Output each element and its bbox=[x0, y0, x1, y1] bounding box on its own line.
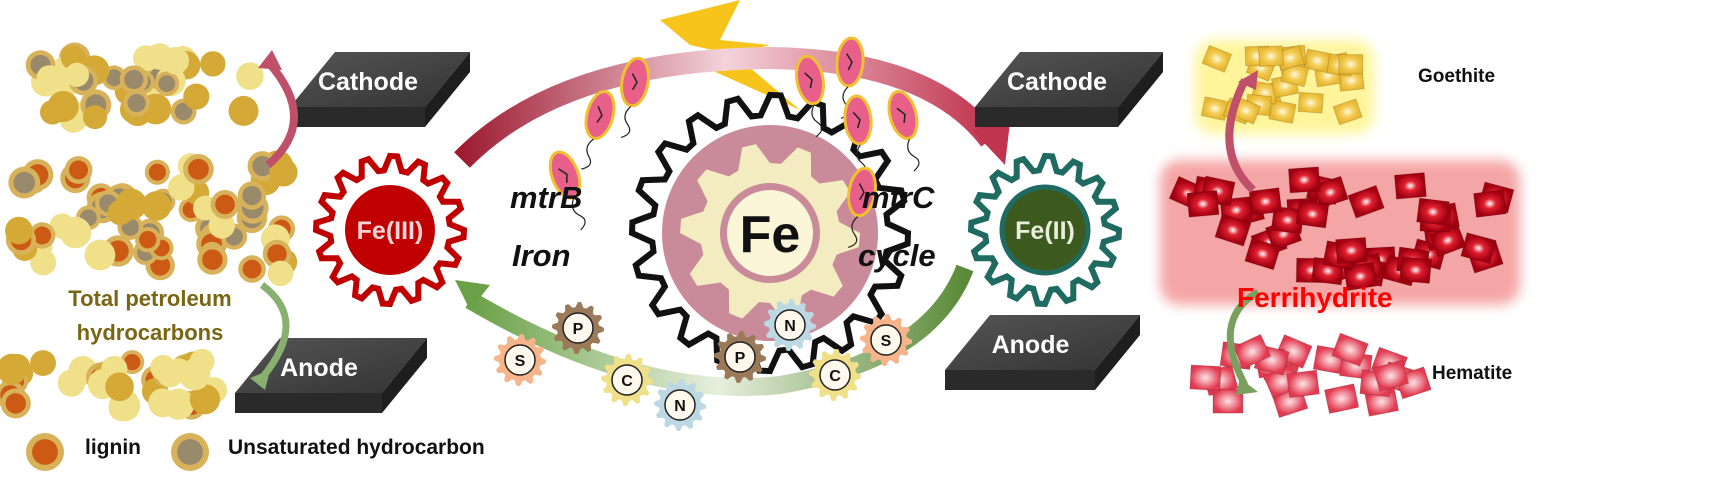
fe2-label: Fe(II) bbox=[1015, 217, 1075, 245]
hydrocarbon-particle bbox=[83, 105, 107, 129]
goethite-crystal bbox=[1298, 92, 1323, 113]
tph-label: Total petroleum hydrocarbons bbox=[55, 282, 245, 350]
hydrocarbon-particle bbox=[5, 217, 33, 245]
hydrocarbon-particle bbox=[148, 388, 177, 417]
unsat-particle-core bbox=[13, 172, 35, 194]
unsat-particle-core bbox=[177, 439, 203, 465]
nutrient-label: N bbox=[674, 398, 686, 415]
legend-lignin-label: lignin bbox=[85, 436, 141, 460]
nutrient-label: N bbox=[784, 318, 796, 335]
cathode-plate-right: Cathode bbox=[975, 52, 1163, 127]
hematite-crystal bbox=[1287, 370, 1320, 397]
nutrient-label: P bbox=[735, 350, 746, 367]
hydrocarbon-particle bbox=[40, 100, 65, 125]
plate-front bbox=[945, 370, 1095, 390]
plate-front bbox=[975, 107, 1118, 127]
ferrihydrite-crystal bbox=[1394, 173, 1426, 200]
legend-unsaturated-label: Unsaturated hydrocarbon bbox=[228, 436, 485, 460]
lignin-particle-core bbox=[5, 393, 25, 413]
fe3-label: Fe(III) bbox=[357, 217, 424, 245]
goethite-crystal bbox=[1339, 55, 1363, 74]
hydrocarbon-particle bbox=[162, 47, 189, 74]
plate-front bbox=[235, 393, 382, 413]
unsat-particle-core bbox=[127, 94, 145, 112]
lignin-particle-core bbox=[267, 244, 286, 263]
bacterium-flagellum bbox=[621, 106, 634, 139]
hydrocarbon-particle bbox=[37, 65, 63, 91]
ferrihydrite-crystal bbox=[1187, 191, 1219, 218]
hydrocarbon-particle bbox=[65, 63, 89, 87]
hydrocarbon-particle bbox=[30, 350, 56, 376]
bacterium-body bbox=[835, 37, 865, 87]
hematite-crystal bbox=[1324, 384, 1358, 414]
hydrocarbon-particle bbox=[115, 189, 146, 220]
bacterium-body bbox=[884, 88, 922, 141]
ferrihydrite-crystal bbox=[1296, 200, 1329, 228]
word-iron: Iron bbox=[512, 238, 571, 274]
cathode-plate-left: Cathode bbox=[290, 52, 470, 127]
hydrocarbon-particle bbox=[105, 372, 134, 401]
plate-front bbox=[290, 107, 425, 127]
lignin-particle-core bbox=[69, 161, 88, 180]
nutrient-label: S bbox=[881, 333, 892, 350]
lignin-particle-core bbox=[202, 249, 223, 270]
hydrocarbon-particle bbox=[183, 83, 209, 109]
tph-label-line1: Total petroleum bbox=[55, 282, 245, 316]
goethite-crystal bbox=[1258, 46, 1283, 67]
gene-mtrB: mtrB bbox=[510, 180, 582, 216]
hydrocarbon-particle bbox=[179, 359, 211, 391]
arrowhead-icon bbox=[258, 50, 282, 70]
tph-label-line2: hydrocarbons bbox=[55, 316, 245, 350]
ferrihydrite-crystal bbox=[1288, 167, 1320, 193]
cathode-arrow-left bbox=[268, 62, 294, 165]
ferrihydrite-crystal bbox=[1336, 238, 1368, 264]
bacterium-flagellum bbox=[906, 138, 921, 171]
bacterium-flagellum bbox=[581, 138, 596, 171]
lignin-particle-core bbox=[139, 231, 156, 248]
lignin-particle-core bbox=[149, 164, 166, 181]
hematite-crystal bbox=[1190, 365, 1221, 391]
lignin-particle-core bbox=[188, 159, 209, 180]
gene-mtrC: mtrC bbox=[862, 180, 934, 216]
hematite-label: Hematite bbox=[1432, 363, 1512, 385]
bacterium-icon bbox=[573, 88, 619, 173]
lignin-particle-core bbox=[32, 439, 58, 465]
goethite-label: Goethite bbox=[1418, 66, 1495, 88]
anode-plate-left-label: Anode bbox=[280, 354, 358, 382]
lignin-particle-core bbox=[215, 195, 235, 215]
unsat-particle-core bbox=[158, 75, 175, 92]
hydrocarbon-particle bbox=[229, 96, 259, 126]
nutrient-label: C bbox=[621, 373, 633, 390]
fe-label: Fe bbox=[740, 206, 801, 264]
word-cycle: cycle bbox=[858, 238, 936, 274]
unsat-particle-core bbox=[242, 186, 261, 205]
lignin-particle-core bbox=[243, 260, 262, 279]
ferrihydrite-crystal bbox=[1400, 257, 1432, 284]
hydrocarbon-particle bbox=[268, 261, 294, 287]
cathode-plate-right-label: Cathode bbox=[1007, 68, 1107, 96]
hydrocarbon-particle bbox=[85, 240, 116, 271]
nutrient-label: P bbox=[573, 321, 584, 338]
ferrihydrite-crystal bbox=[1249, 188, 1282, 215]
nutrient-gear-c: C bbox=[809, 349, 861, 401]
ferrihydrite-label: Ferrihydrite bbox=[1237, 282, 1393, 314]
cathode-plate-left-label: Cathode bbox=[318, 68, 418, 96]
unsat-particle-core bbox=[124, 70, 143, 89]
ferrihydrite-crystal bbox=[1474, 190, 1507, 217]
nutrient-label: S bbox=[515, 353, 526, 370]
hydrocarbon-particle bbox=[200, 51, 225, 76]
anode-plate-right: Anode bbox=[945, 315, 1140, 390]
hydrocarbon-particle bbox=[60, 217, 91, 248]
anode-plate-right-label: Anode bbox=[992, 331, 1070, 359]
nutrient-label: C bbox=[829, 368, 841, 385]
ferrihydrite-crystal bbox=[1417, 198, 1450, 225]
